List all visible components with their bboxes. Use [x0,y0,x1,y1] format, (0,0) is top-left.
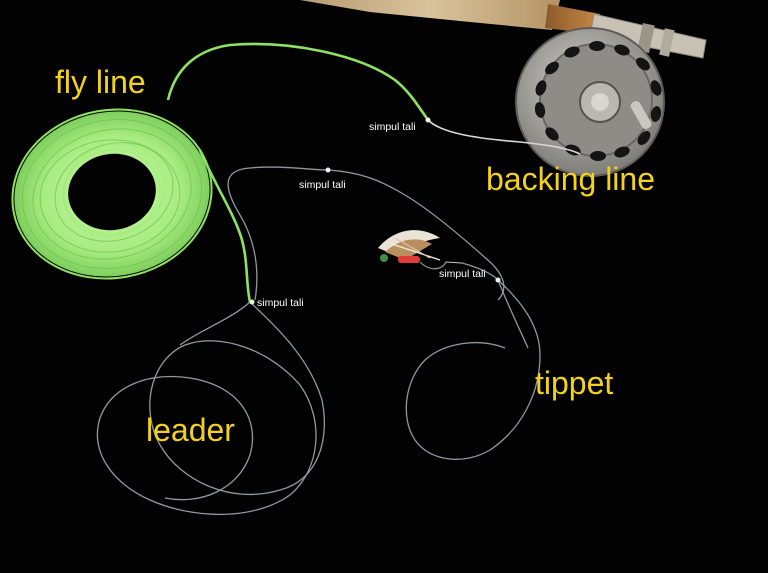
knot-label: simpul tali [299,179,346,191]
knot-label: simpul tali [257,297,304,309]
reel-handle [630,100,652,130]
rod-blank [545,4,600,34]
tippet-line [405,262,541,460]
reel-ports [534,41,662,161]
fly-line-strand-lower [198,149,252,303]
knot-marker [495,277,501,283]
reel-seat-ring [637,23,655,53]
reel-seat-ring [659,28,675,57]
leader-line [96,166,505,516]
tippet-label: tippet [535,365,614,401]
knot-marker [425,117,431,123]
fly-line-strand-upper [166,42,430,121]
reel-hub-bolt [591,93,609,111]
fly-rod [300,0,707,59]
cork-grip [300,0,560,30]
leader-label: leader [146,412,235,448]
fly-line-coil [11,108,213,280]
knot-label: simpul tali [369,121,416,133]
backing-line-strand [427,119,581,155]
knot-label: simpul tali [439,268,486,280]
backing-line-label: backing line [486,161,655,197]
fly-reel [515,27,665,177]
dry-fly [378,230,463,270]
knot-marker [325,167,331,173]
fly-line-label: fly line [55,64,146,100]
knot-marker [249,299,255,305]
